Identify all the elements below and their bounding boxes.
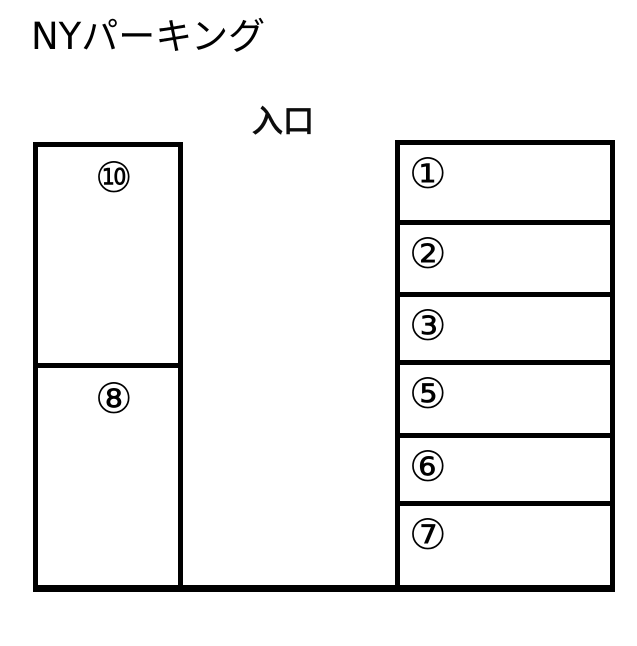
parking-stall-1[interactable]: ① [400, 145, 610, 220]
stall-number-6: ⑥ [409, 442, 447, 491]
parking-stall-3[interactable]: ③ [400, 292, 610, 360]
lot-boundary-line [33, 585, 615, 592]
entrance-label: 入口 [252, 104, 314, 140]
parking-stall-7[interactable]: ⑦ [400, 501, 610, 570]
right-parking-block: ① ② ③ ⑤ ⑥ ⑦ [395, 140, 615, 590]
stall-number-2: ② [409, 229, 447, 278]
parking-stall-8[interactable]: ⑧ [38, 363, 178, 585]
stall-number-1: ① [409, 149, 447, 198]
stall-number-7: ⑦ [409, 510, 447, 559]
page-title: NYパーキング [31, 15, 266, 58]
stall-number-3: ③ [409, 301, 447, 350]
parking-stall-6[interactable]: ⑥ [400, 433, 610, 501]
stall-number-8: ⑧ [95, 374, 133, 423]
parking-stall-2[interactable]: ② [400, 220, 610, 292]
parking-stall-5[interactable]: ⑤ [400, 360, 610, 433]
left-parking-block: ⑩ ⑧ [33, 142, 183, 590]
parking-stall-10[interactable]: ⑩ [38, 147, 178, 363]
stall-number-10: ⑩ [95, 153, 133, 202]
stall-number-5: ⑤ [409, 369, 447, 418]
